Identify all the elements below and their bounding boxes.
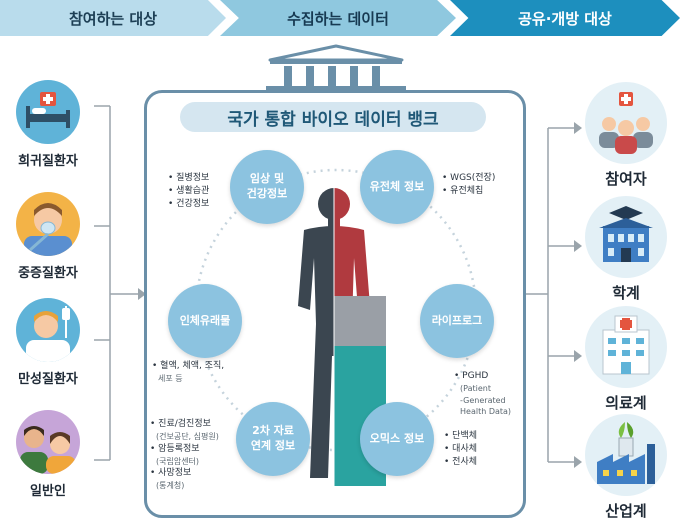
bank-building-icon (266, 44, 406, 92)
list-item: 생활습관 (168, 185, 209, 198)
list-item: 전사체 (444, 456, 477, 469)
list-item: 대사체 (444, 443, 477, 456)
recipient-participants: 참여자 (580, 82, 672, 189)
omics-items: 단백체 대사체 전사체 (444, 430, 477, 469)
recipient-label: 참여자 (605, 170, 647, 188)
list-item-source: (국립암센터) (156, 456, 200, 466)
people-icon (16, 410, 80, 474)
participant-label: 희귀질환자 (18, 154, 78, 169)
list-item: 질병정보 (168, 172, 209, 185)
list-item: 건강정보 (168, 198, 209, 211)
list-item: 단백체 (444, 430, 477, 443)
list-item: 혈액, 체액, 조직, (152, 360, 224, 373)
node-secondary-linked-info: 2차 자료 연계 정보 (236, 402, 310, 476)
list-item-source: (건보공단, 심평원) (156, 432, 219, 442)
participant-label: 일반인 (30, 484, 66, 499)
participant-rare-disease: 희귀질환자 (6, 80, 90, 169)
recipient-industry: 산업계 (580, 414, 672, 521)
factory-icon (585, 414, 667, 496)
list-item: (Patient (460, 384, 491, 394)
list-item: 사망정보 (150, 467, 219, 480)
list-item: -Generated (460, 395, 506, 405)
node-clinical-health-info: 임상 및 건강정보 (230, 150, 304, 224)
list-item: WGS(전장) (442, 172, 495, 185)
specimen-items: 혈액, 체액, 조직, 세포 등 (152, 360, 224, 385)
node-genome-info: 유전체 정보 (360, 150, 434, 224)
secondary-items: 진료/검진정보 (건보공단, 심평원) 암등록정보 (국립암센터) 사망정보 (… (150, 418, 219, 492)
step-collected-data: 수집하는 데이터 (220, 0, 456, 36)
process-steps: 참여하는 대상 수집하는 데이터 공유·개방 대상 (0, 0, 680, 36)
step-participants: 참여하는 대상 (0, 0, 226, 36)
participant-chronic-disease: 만성질환자 (6, 298, 90, 387)
step-sharing-targets: 공유·개방 대상 (450, 0, 680, 36)
recipient-label: 학계 (612, 284, 640, 302)
bank-title: 국가 통합 바이오 데이터 뱅크 (180, 102, 486, 132)
recipient-academia: 학계 (580, 196, 672, 303)
genome-items: WGS(전장) 유전체칩 (442, 172, 495, 198)
list-item-source: (통계청) (156, 481, 185, 491)
clinical-items: 질병정보 생활습관 건강정보 (168, 172, 209, 211)
recipient-medical: 의료계 (580, 306, 672, 413)
list-item: 유전체칩 (442, 185, 495, 198)
node-omics-info: 오믹스 정보 (360, 402, 434, 476)
left-connector-lines (94, 105, 146, 461)
lifelog-items: PGHD (Patient -Generated Health Data) (454, 370, 511, 418)
participant-label: 만성질환자 (18, 372, 78, 387)
participant-label: 중증질환자 (18, 266, 78, 281)
node-lifelog: 라이프로그 (420, 284, 494, 358)
participants-group-icon (585, 82, 667, 164)
iv-drip-patient-icon (16, 298, 80, 362)
participant-severe-disease: 중증질환자 (6, 192, 90, 281)
list-item: PGHD (454, 370, 511, 383)
list-item: 세포 등 (158, 374, 183, 384)
oxygen-mask-patient-icon (16, 192, 80, 256)
node-human-specimen: 인체유래물 (168, 284, 242, 358)
right-connector-lines (526, 122, 582, 468)
list-item: 진료/검진정보 (150, 418, 219, 431)
recipient-label: 산업계 (605, 502, 647, 520)
list-item: Health Data) (460, 407, 512, 417)
university-building-icon (585, 196, 667, 278)
list-item: 암등록정보 (150, 443, 219, 456)
hospital-bed-icon (16, 80, 80, 144)
participant-general-public: 일반인 (6, 410, 90, 499)
hospital-building-icon (585, 306, 667, 388)
recipient-label: 의료계 (605, 394, 647, 412)
